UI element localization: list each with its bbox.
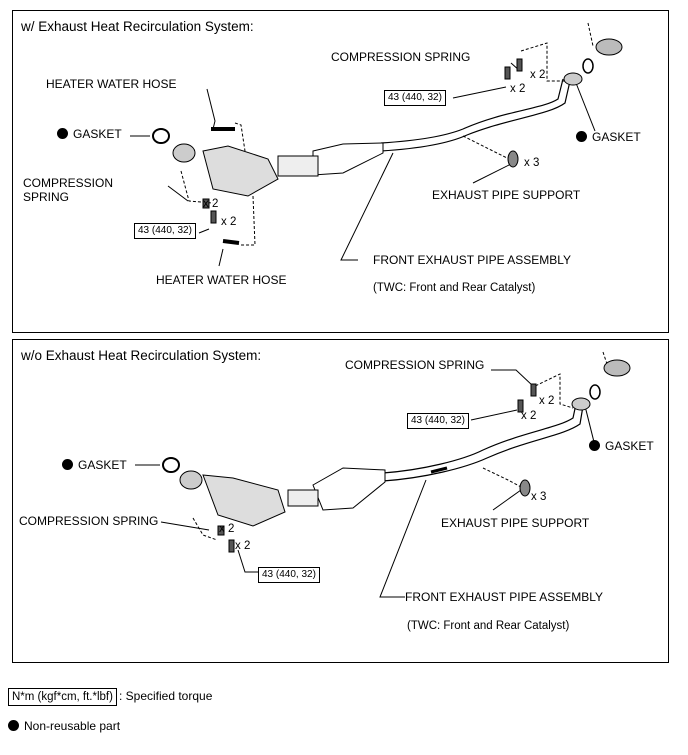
center-pipe — [287, 489, 319, 507]
gasket-right-label: GASKET — [589, 439, 654, 453]
heat-exchanger — [277, 155, 319, 177]
qty-bolt-left: x 2 — [221, 216, 237, 228]
panel-title: w/o Exhaust Heat Recirculation System: — [21, 348, 262, 363]
outlet-flange — [563, 72, 583, 86]
front-exhaust-pipe-label: FRONT EXHAUST PIPE ASSEMBLY — [405, 590, 604, 604]
front-catalyst — [202, 145, 279, 197]
bolt-right-shape — [504, 66, 511, 80]
twc-note: (TWC: Front and Rear Catalyst) — [407, 620, 570, 632]
inlet-flange — [179, 470, 203, 490]
compression-spring-right-label: COMPRESSION SPRING — [331, 50, 471, 64]
heater-water-hose-bottom-label: HEATER WATER HOSE — [156, 273, 287, 287]
legend-torque: N*m (kgf*cm, ft.*lbf): Specified torque — [8, 688, 212, 706]
leader-front-pipe — [340, 152, 394, 261]
leader-gasket-right — [575, 82, 596, 132]
legend-nonreusable: Non-reusable part — [8, 719, 120, 733]
leader-support — [472, 162, 514, 184]
gasket-left-text: GASKET — [73, 127, 122, 141]
bolt-right-shape — [517, 399, 524, 413]
qty-bolt-right: x 2 — [510, 83, 526, 95]
spring-left-shape — [202, 198, 210, 209]
qty-bolt-right: x 2 — [521, 410, 537, 422]
exhaust-pipe-support-label: EXHAUST PIPE SUPPORT — [441, 516, 590, 530]
gasket-right-shape — [582, 58, 594, 74]
gasket-right-text: GASKET — [592, 130, 641, 144]
gasket-right-text: GASKET — [605, 439, 654, 453]
gasket-right-label: GASKET — [576, 130, 641, 144]
non-reusable-dot-icon — [62, 459, 73, 470]
leader-torque-left — [237, 549, 258, 573]
front-pipe-upper — [382, 403, 577, 474]
leader-spring-left — [167, 185, 189, 202]
bolt-left-shape — [228, 539, 235, 553]
leader-torque-left — [198, 228, 210, 234]
front-pipe-lower — [380, 80, 571, 152]
panel-with-exhaust-heat-recirculation: w/ Exhaust Heat Recirculation System: — [12, 10, 669, 333]
leader-spring-left — [160, 521, 210, 531]
gasket-left-text: GASKET — [78, 458, 127, 472]
non-reusable-dot-icon — [8, 720, 19, 731]
qty-spring-right: x 2 — [539, 395, 555, 407]
rear-catalyst — [312, 142, 384, 176]
gasket-left-shape — [152, 128, 170, 144]
panel-title: w/ Exhaust Heat Recirculation System: — [21, 19, 254, 34]
legend-nonreusable-text: Non-reusable part — [24, 719, 121, 733]
qty-support: x 3 — [531, 491, 547, 503]
compression-spring-left-label: COMPRESSION SPRING — [19, 514, 159, 528]
front-catalyst — [202, 474, 286, 527]
torque-left-box: 43 (440, 32) — [258, 567, 320, 583]
leader-hose-bottom — [218, 248, 224, 267]
gasket-left-label: GASKET — [57, 127, 122, 141]
qty-spring-left: x 2 — [203, 198, 219, 210]
inlet-flange — [172, 143, 196, 163]
exhaust-assembly-illustration — [135, 351, 631, 598]
exhaust-pipe-support-shape — [519, 479, 531, 497]
compression-spring-right-label: COMPRESSION SPRING — [345, 358, 485, 372]
leader-torque-right — [452, 86, 507, 99]
qty-spring-right: x 2 — [530, 69, 546, 81]
hose-bottom-shape — [222, 239, 240, 245]
front-pipe-upper — [380, 78, 564, 144]
torque-left-box: 43 (440, 32) — [134, 223, 196, 239]
qty-bolt-left: x 2 — [235, 540, 251, 552]
spring-right-shape — [516, 58, 523, 72]
panel-without-exhaust-heat-recirculation: w/o Exhaust Heat Recirculation System: — [12, 339, 669, 663]
compression-spring-left-label: COMPRESSION SPRING — [23, 176, 114, 204]
leader-support — [492, 489, 522, 511]
non-reusable-dot-icon — [589, 440, 600, 451]
spring-right-shape — [530, 383, 537, 397]
non-reusable-dot-icon — [57, 128, 68, 139]
catalyst-body — [312, 467, 386, 511]
leader-front-pipe — [379, 479, 427, 598]
leader-hose-top — [206, 88, 216, 130]
gasket-left-label: GASKET — [62, 458, 127, 472]
leader-spring-right — [491, 369, 534, 387]
leader-torque-right — [470, 409, 518, 421]
gasket-right-shape — [589, 384, 601, 400]
heater-water-hose-top-label: HEATER WATER HOSE — [46, 77, 177, 91]
legend-torque-desc: : Specified torque — [118, 689, 213, 703]
exhaust-pipe-support-label: EXHAUST PIPE SUPPORT — [432, 188, 581, 202]
front-exhaust-pipe-label: FRONT EXHAUST PIPE ASSEMBLY — [373, 253, 572, 267]
gasket-left-shape — [162, 457, 180, 473]
torque-right-box: 43 (440, 32) — [384, 90, 446, 106]
legend-torque-box: N*m (kgf*cm, ft.*lbf) — [8, 688, 117, 706]
qty-support: x 3 — [524, 157, 540, 169]
exhaust-assembly-illustration — [130, 22, 623, 267]
twc-note: (TWC: Front and Rear Catalyst) — [373, 282, 536, 294]
exhaust-pipe-support-shape — [507, 150, 519, 168]
torque-right-box: 43 (440, 32) — [407, 413, 469, 429]
qty-spring-left: x 2 — [219, 523, 235, 535]
front-pipe-lower — [382, 405, 584, 482]
spring-left-shape — [217, 525, 225, 536]
non-reusable-dot-icon — [576, 131, 587, 142]
bolt-left-shape — [210, 210, 217, 224]
pipe-bracket-shape — [430, 466, 448, 474]
tailpipe-flange — [595, 38, 623, 56]
tailpipe-flange — [603, 359, 631, 377]
outlet-flange — [571, 397, 591, 411]
